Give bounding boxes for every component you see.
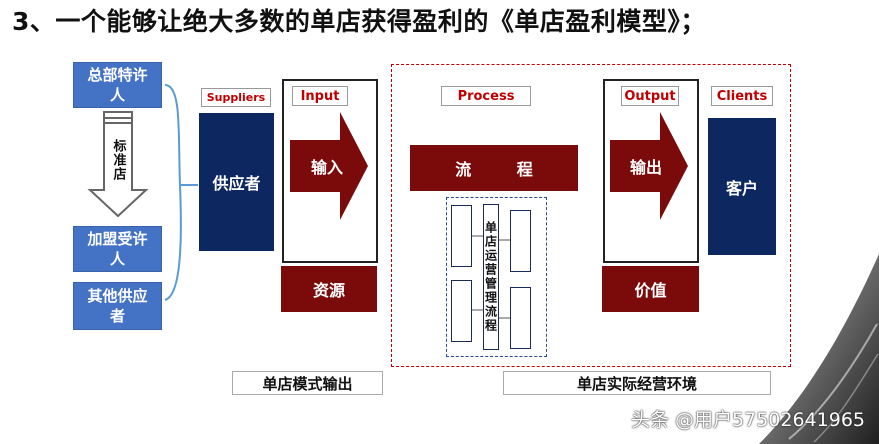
watermark: 头条 @用户57502641965 xyxy=(630,409,865,431)
output-arrow-label: 输出 xyxy=(629,158,662,177)
standard-store-label: 标准店 xyxy=(110,139,126,181)
input-arrow-label: 输入 xyxy=(310,158,343,177)
down-arrow-icon xyxy=(87,111,149,218)
process-bar: 流 程 xyxy=(410,145,578,191)
process-cell-right-bottom xyxy=(510,287,531,349)
suppliers-tag: Suppliers xyxy=(201,88,271,107)
output-tag: Output xyxy=(621,86,679,106)
resource-box: 资源 xyxy=(281,266,377,312)
store-environment-label: 单店实际经营环境 xyxy=(503,371,771,395)
franchisor-box: 总部特许人 xyxy=(73,62,162,108)
other-supplier-label: 其他供应者 xyxy=(87,287,148,325)
input-arrow-icon xyxy=(290,112,368,220)
process-cell-left-bottom xyxy=(451,280,472,342)
output-frame xyxy=(603,79,699,263)
franchisee-box: 加盟受许人 xyxy=(73,226,162,272)
supplier-box: 供应者 xyxy=(199,113,274,251)
franchisee-label: 加盟受许人 xyxy=(87,230,148,268)
process-cell-right-top xyxy=(510,210,531,272)
operation-environment-frame xyxy=(391,64,791,367)
store-operation-process-label: 单店运营管理流程 xyxy=(483,204,499,350)
clients-tag: Clients xyxy=(711,86,773,106)
output-arrow-icon xyxy=(610,112,688,220)
other-supplier-box: 其他供应者 xyxy=(73,282,162,330)
store-model-output-label: 单店模式输出 xyxy=(232,371,383,395)
franchisor-label: 总部特许人 xyxy=(87,66,148,104)
page-title: 3、一个能够让绝大多数的单店获得盈利的《单店盈利模型》； xyxy=(12,7,706,36)
value-box: 价值 xyxy=(602,266,699,312)
input-tag: Input xyxy=(292,86,348,106)
input-frame xyxy=(282,79,378,263)
process-tag: Process xyxy=(441,86,531,106)
corner-decoration xyxy=(759,254,879,444)
client-box: 客户 xyxy=(708,118,776,255)
process-detail-frame xyxy=(446,197,547,357)
process-cell-left-top xyxy=(451,205,472,267)
